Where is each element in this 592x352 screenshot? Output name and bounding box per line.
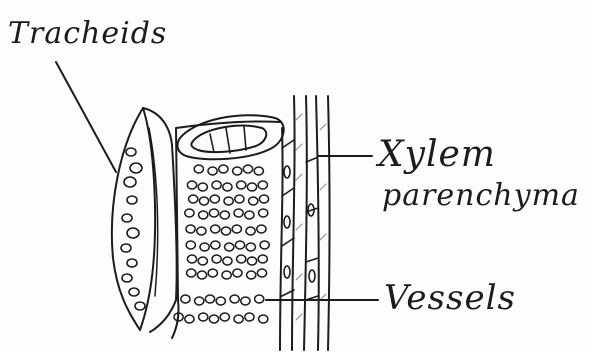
vessel-pit (197, 271, 206, 279)
vessel-region (172, 115, 284, 338)
xylem-label: Xylem (378, 134, 496, 175)
vessel-pit (208, 167, 217, 175)
vessel-pit (254, 167, 263, 175)
vessel-pit (247, 183, 256, 191)
vessel-pit (234, 315, 243, 323)
vessel-pit (259, 315, 268, 323)
parenchyma-nuclei (284, 166, 315, 282)
vessel-pit (210, 195, 219, 203)
vessel-pit (187, 269, 196, 277)
vessel-pit (187, 255, 196, 263)
xylem-parenchyma-strand (280, 96, 330, 350)
vessel-pit (257, 225, 266, 233)
vessel-pit (185, 209, 194, 217)
vessels-label: Vessels (384, 278, 516, 318)
vessel-pit (209, 315, 218, 323)
vessel-pit (212, 255, 221, 263)
vessel-pit (187, 181, 196, 189)
vessel-pit (186, 225, 195, 233)
vessel-pit (245, 211, 254, 219)
vessel-pit (224, 197, 233, 205)
parenchyma-label: parenchyma (382, 178, 580, 213)
vessel-pit (221, 227, 230, 235)
vessel-pit (246, 243, 255, 251)
vessel-pit (200, 243, 209, 251)
vessel-pit (185, 315, 194, 323)
vessel-pit (249, 197, 258, 205)
vessel-pit (237, 255, 246, 263)
vessel-pit-grid (174, 165, 269, 323)
vessel-pit (234, 209, 243, 217)
vessel-pit (219, 165, 228, 173)
vessel-pit (205, 295, 214, 303)
tracheid-pits (121, 148, 145, 310)
vessel-pit (259, 209, 268, 217)
vessel-pit (245, 313, 254, 321)
vessel-pit (260, 241, 269, 249)
vessel-pit (243, 165, 252, 173)
vessel-pit (257, 269, 266, 277)
vessel-pit (247, 271, 256, 279)
vessel-pit (195, 297, 204, 305)
vessel-pit (211, 241, 220, 249)
tracheid-cells (112, 108, 177, 332)
vessel-pit (235, 241, 244, 249)
vessel-pit (233, 167, 242, 175)
vessel-pit (259, 195, 268, 203)
vessel-pit (198, 257, 207, 265)
vessel-pit (199, 313, 208, 321)
vessel-pit (181, 295, 190, 303)
vessel-pit (199, 211, 208, 219)
vessel-pit (209, 209, 218, 217)
tracheids-leader (56, 62, 116, 172)
vessel-pit (241, 297, 250, 305)
vessel-pit (194, 165, 203, 173)
vessel-pit (222, 271, 231, 279)
vessel-pit (212, 181, 221, 189)
vessel-pit (258, 181, 267, 189)
vessel-pit (235, 195, 244, 203)
vessel-region-outline (172, 121, 280, 338)
tracheids-label: Tracheids (8, 16, 167, 51)
vessel-pit (208, 269, 217, 277)
vessel-pit (255, 295, 264, 303)
vessel-pit (230, 295, 239, 303)
vessel-pit (233, 269, 242, 277)
vessel-pit (220, 313, 229, 321)
vessel-pit (197, 227, 206, 235)
vessel-pit (237, 181, 246, 189)
vessel-pit (246, 227, 255, 235)
vessel-pit (220, 211, 229, 219)
vessel-pit (189, 195, 198, 203)
vessel-pit (223, 257, 232, 265)
vessel-pit (198, 183, 207, 191)
vessel-pit (258, 255, 267, 263)
vessel-pit (247, 257, 256, 265)
vessel-pit (186, 241, 195, 249)
vessel-pit (232, 225, 241, 233)
vessel-pit (211, 225, 220, 233)
vessel-pit (199, 197, 208, 205)
vessel-pit (216, 297, 225, 305)
vessel-pit (223, 183, 232, 191)
vessel-pit (225, 243, 234, 251)
